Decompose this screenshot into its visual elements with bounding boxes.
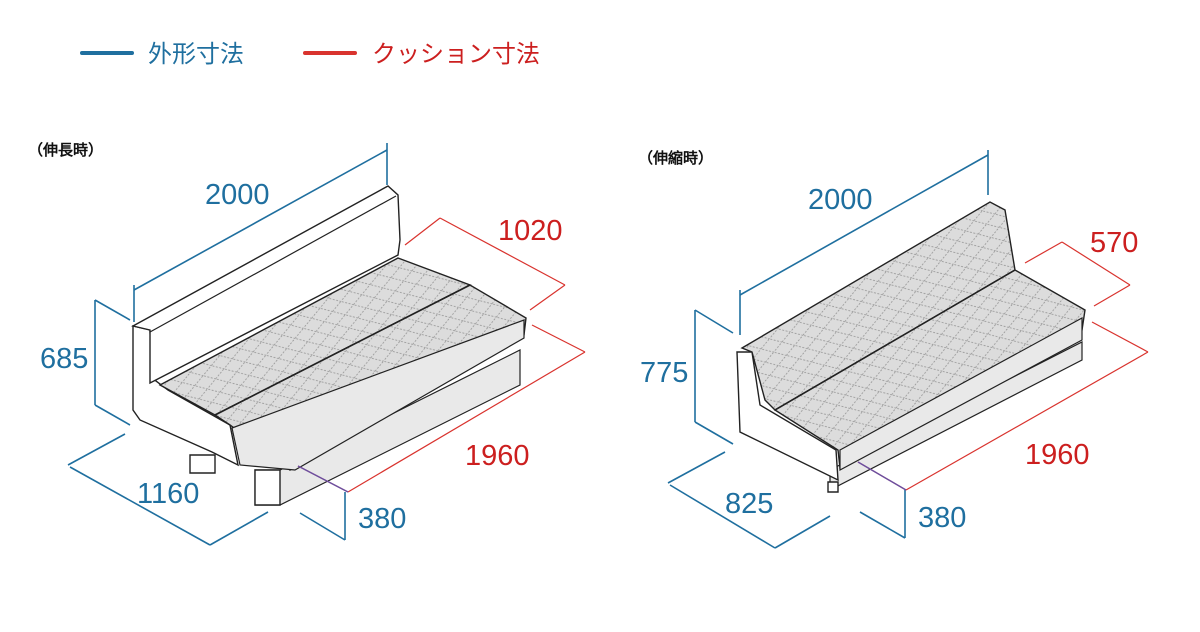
contracted-sofa-drawing bbox=[736, 201, 1086, 493]
legend-cushion-label: クッション寸法 bbox=[372, 40, 540, 68]
contracted-width-dimension: 2000 bbox=[739, 150, 989, 335]
extended-depth-value: 1160 bbox=[137, 478, 199, 510]
extended-view-label: （伸長時） bbox=[28, 141, 103, 159]
extended-seat-height-dimension: 380 bbox=[299, 492, 406, 541]
extended-width-dimension: 2000 bbox=[133, 143, 388, 322]
contracted-cushion-width-value: 1960 bbox=[1025, 439, 1090, 471]
extended-cushion-depth-dimension: 1020 bbox=[404, 215, 566, 311]
extended-cushion-depth-value: 1020 bbox=[498, 215, 563, 247]
extended-cushion-width-value: 1960 bbox=[465, 440, 530, 472]
contracted-height-dimension: 775 bbox=[640, 309, 734, 445]
legend-outer-label: 外形寸法 bbox=[148, 40, 244, 68]
contracted-height-value: 775 bbox=[640, 357, 688, 389]
extended-height-value: 685 bbox=[40, 343, 88, 375]
contracted-cushion-depth-dimension: 570 bbox=[1024, 227, 1138, 307]
extended-seat-height-value: 380 bbox=[358, 503, 406, 535]
legend: 外形寸法 クッション寸法 bbox=[80, 40, 540, 68]
contracted-depth-dimension: 825 bbox=[667, 451, 831, 549]
contracted-view-label: （伸縮時） bbox=[638, 149, 713, 167]
contracted-seat-height-dimension: 380 bbox=[859, 490, 966, 539]
extended-width-value: 2000 bbox=[205, 179, 270, 211]
extended-height-dimension: 685 bbox=[40, 299, 131, 426]
contracted-view: （伸縮時） 2000 775 bbox=[638, 149, 1149, 549]
contracted-depth-value: 825 bbox=[725, 488, 773, 520]
extended-view: （伸長時） 2000 bbox=[28, 141, 586, 546]
contracted-cushion-width-dimension: 1960 bbox=[857, 321, 1149, 491]
contracted-seat-height-value: 380 bbox=[918, 502, 966, 534]
contracted-width-value: 2000 bbox=[808, 184, 873, 216]
extended-cushion-width-dimension: 1960 bbox=[297, 324, 586, 493]
contracted-cushion-depth-value: 570 bbox=[1090, 227, 1138, 259]
extended-sofa-drawing bbox=[131, 185, 527, 506]
extended-depth-dimension: 1160 bbox=[67, 433, 269, 546]
